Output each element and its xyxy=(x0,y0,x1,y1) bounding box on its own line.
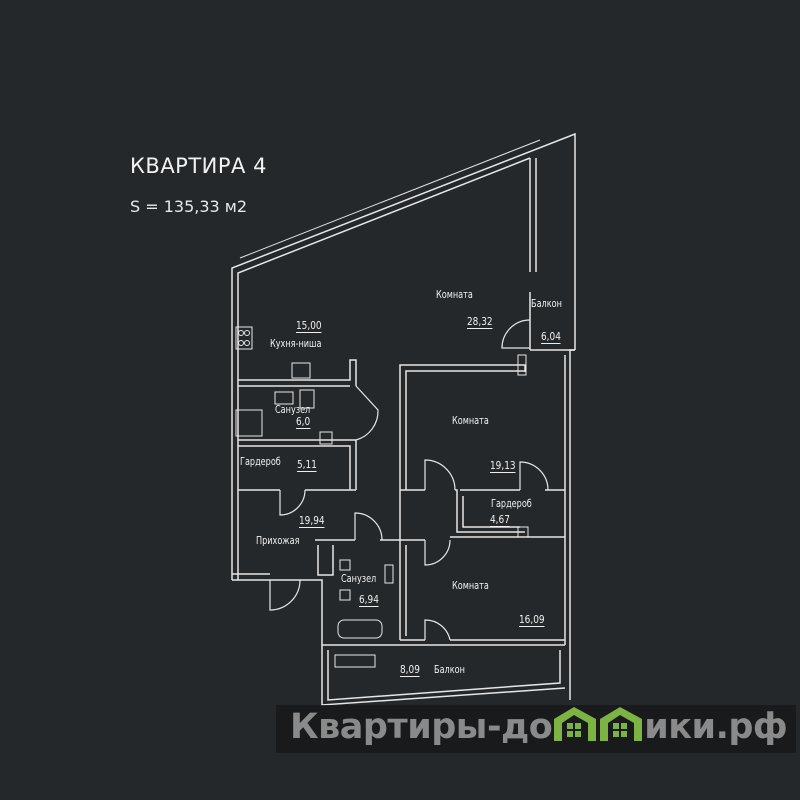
room-area-balcony-right: 6,04 xyxy=(541,331,561,344)
room-name-wardrobe-2: Гардероб xyxy=(491,497,532,510)
room-area-hallway: 19,94 xyxy=(299,515,325,528)
room-name-bedroom-2: Комната xyxy=(452,579,489,592)
room-area-kitchen: 15,00 xyxy=(296,320,322,333)
fixtures xyxy=(235,326,529,668)
room-name-living-large: Комната xyxy=(436,288,473,301)
room-area-bathroom-2: 6,94 xyxy=(359,594,379,607)
house-logo-icon xyxy=(554,707,643,741)
balcony-right-walls xyxy=(529,292,575,351)
room-name-bedroom-1: Комната xyxy=(452,414,489,427)
apartment-area: S = 135,33 м2 xyxy=(130,197,248,216)
room-name-balcony-right: Балкон xyxy=(531,297,562,310)
room-area-bedroom-1: 19,13 xyxy=(490,460,516,473)
room-area-wardrobe-2: 4,67 xyxy=(490,514,510,527)
doors xyxy=(269,319,549,641)
watermark: Квартиры-до ики.рф xyxy=(276,705,796,753)
room-area-bathroom-1: 6,0 xyxy=(296,416,311,429)
room-name-bathroom-1: Санузел xyxy=(275,403,311,416)
room-area-living-large: 28,32 xyxy=(467,316,493,329)
room-name-bathroom-2: Санузел xyxy=(341,572,377,585)
room-name-hallway: Прихожая xyxy=(256,534,300,547)
room-area-wardrobe-1: 5,11 xyxy=(297,459,317,472)
watermark-prefix: Квартиры-до xyxy=(290,707,553,747)
room-name-balcony-bottom: Балкон xyxy=(434,663,465,676)
interior-walls xyxy=(238,359,565,641)
room-area-bedroom-2: 16,09 xyxy=(519,614,545,627)
apartment-title: КВАРТИРА 4 xyxy=(130,154,267,178)
room-name-wardrobe-1: Гардероб xyxy=(240,455,281,468)
watermark-suffix: ики.рф xyxy=(644,707,788,747)
room-area-balcony-bottom: 8,09 xyxy=(400,664,420,677)
room-name-kitchen: Кухня-ниша xyxy=(270,337,322,350)
